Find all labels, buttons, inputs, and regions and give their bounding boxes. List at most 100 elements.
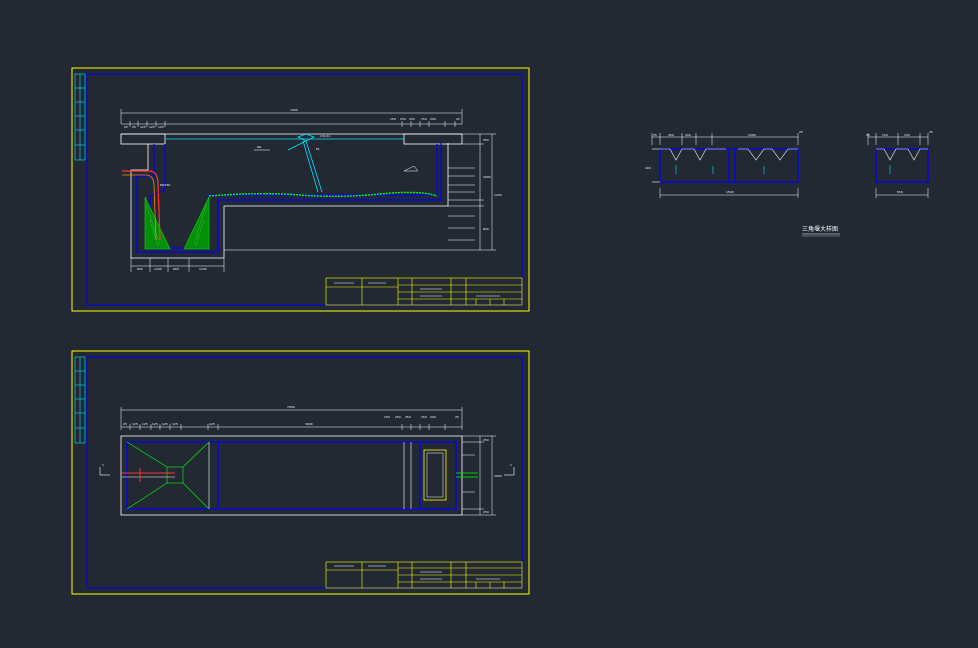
plan-dim-tr-2: 250: [395, 415, 401, 419]
plan-dim-top-3: 125: [142, 422, 148, 426]
section-dim-tr-6: 25: [456, 117, 460, 121]
section-note-wl: WL: [257, 145, 262, 149]
detail-b-dim-4: 25: [929, 130, 933, 134]
detail-a-bottom: 1500: [726, 190, 734, 194]
detail-a-side: 400: [645, 166, 651, 170]
section-dim-top-4: 125: [149, 125, 155, 129]
plan-overall-dim: 7000: [287, 405, 295, 409]
plan-dim-top-7: 125: [209, 422, 215, 426]
inlet-pipe-inner: [122, 174, 157, 241]
section-dim-top-2: 25: [132, 125, 136, 129]
section-basin-walls: [136, 143, 442, 253]
detail-a-dim-2: 300: [668, 133, 674, 137]
plan-outlet-pipe: [456, 472, 478, 478]
section-sheet-inner-border: [86, 73, 523, 306]
section-overall-dim: 7000: [290, 108, 298, 112]
plan-basin-outline: [120, 435, 463, 516]
detail-a-top-dims: [651, 133, 799, 145]
detail-b-top-dims: [867, 133, 929, 145]
plan-section-mark-left: 1: [102, 463, 104, 467]
plan-inlet-pipe: [122, 468, 175, 482]
section-right-dims: [224, 133, 496, 251]
plan-outlet-box: [423, 449, 447, 501]
plan-dim-top-4: 125: [152, 422, 158, 426]
detail-b-dim-3: 150: [904, 133, 910, 137]
plan-dim-top-6: 125: [172, 422, 178, 426]
plan-dim-tr-3: 250: [405, 415, 411, 419]
detail-b-weir: 25 150 150 25 550: [866, 130, 933, 198]
detail-a-markers: [675, 165, 765, 174]
detail-b-bottom: 550: [897, 190, 903, 194]
detail-a-notches: [652, 148, 798, 183]
plan-rdim-3: 250: [483, 510, 489, 514]
detail-a-dim-4: 1000: [748, 133, 756, 137]
section-dim-tr-3: 250: [409, 117, 415, 121]
section-bdim-1: 600: [137, 267, 143, 271]
section-note-green: i=0.01: [320, 134, 330, 138]
plan-sheet-inner-border: [86, 356, 523, 589]
section-sheet: 7000 25 25 125 125 125 150 250 250 150 2…: [71, 67, 530, 312]
section-dim-tr-2: 250: [400, 117, 406, 121]
plan-dim-top-1: 25: [123, 422, 127, 426]
detail-b-notches: [876, 148, 928, 161]
sludge-hatching: [145, 204, 207, 247]
plan-dim-tr-6: 25: [455, 415, 459, 419]
section-revision-strip: [74, 73, 86, 161]
plan-dim-tr-4: 150: [421, 415, 427, 419]
section-dim-top-5: 125: [158, 125, 164, 129]
section-title-block: [325, 277, 523, 306]
plan-dim-top-2: 125: [132, 422, 138, 426]
plan-rdim-2: 2000: [494, 474, 502, 478]
detail-b-bottom-dim: [875, 188, 929, 198]
section-top-dimension: [120, 109, 463, 125]
detail-b-dim-2: 150: [882, 133, 888, 137]
detail-a-dim-1: 25: [653, 133, 657, 137]
section-dim-top-1: 25: [124, 125, 128, 129]
section-bdim-4: 1200: [199, 267, 207, 271]
skimmer-rake: [287, 133, 323, 193]
detail-a-weir: 25 300 200 1000 25 1500 400: [645, 130, 803, 198]
plan-sheet-frame: [71, 350, 530, 595]
plan-dim-tr-1: 150: [384, 415, 390, 419]
plan-outlet-inner: [426, 452, 444, 498]
section-note-dn: DN150: [160, 183, 170, 187]
plan-title-fillers: [334, 565, 500, 580]
plan-mid-dim: 3000: [305, 422, 313, 426]
section-bottom-dims: [130, 258, 225, 272]
plan-top-dimension: [120, 407, 463, 430]
section-top-ticks: [129, 121, 456, 127]
section-bdim-2: 1200: [154, 267, 162, 271]
plan-section-mark-right: 1: [510, 463, 512, 467]
section-dim-tr-5: 200: [430, 117, 436, 121]
section-rdim-4: 800: [483, 227, 489, 231]
section-rdim-1: 350: [483, 138, 489, 142]
detail-b-body: [875, 148, 929, 183]
section-rdim-3: 1200: [494, 193, 502, 197]
plan-right-dims: [462, 435, 496, 516]
detail-a-dim-5: 25: [799, 130, 803, 134]
plan-sheet: 7000 25 125 125 125 125 125 125 3000 150…: [71, 350, 530, 595]
section-title-fillers: [334, 282, 500, 297]
detail-a-dim-3: 200: [685, 133, 691, 137]
sediment-line: [208, 191, 438, 197]
plan-rdim-1: 250: [483, 438, 489, 442]
detail-b-dim-1: 25: [866, 133, 870, 137]
section-dim-tr-4: 150: [421, 117, 427, 121]
section-bdim-3: 600: [173, 267, 179, 271]
section-sheet-frame: [71, 67, 530, 312]
plan-dim-tr-5: 200: [430, 415, 436, 419]
sludge-hopper-right: [183, 196, 210, 250]
section-dim-top-3: 125: [140, 125, 146, 129]
section-outer-walls: [130, 143, 449, 259]
plan-title-block: [325, 561, 523, 589]
sludge-hopper-left: [144, 196, 171, 250]
section-dim-tr-1: 150: [390, 117, 396, 121]
inlet-pipe: [122, 170, 161, 241]
slope-triangle: [403, 165, 419, 172]
section-note-p1: P1: [316, 147, 320, 151]
detail-a-bottom-dim: [659, 188, 799, 198]
plan-hopper: [126, 441, 210, 510]
plan-revision-strip: [74, 356, 86, 444]
section-rdim-2: 2000: [483, 175, 491, 179]
